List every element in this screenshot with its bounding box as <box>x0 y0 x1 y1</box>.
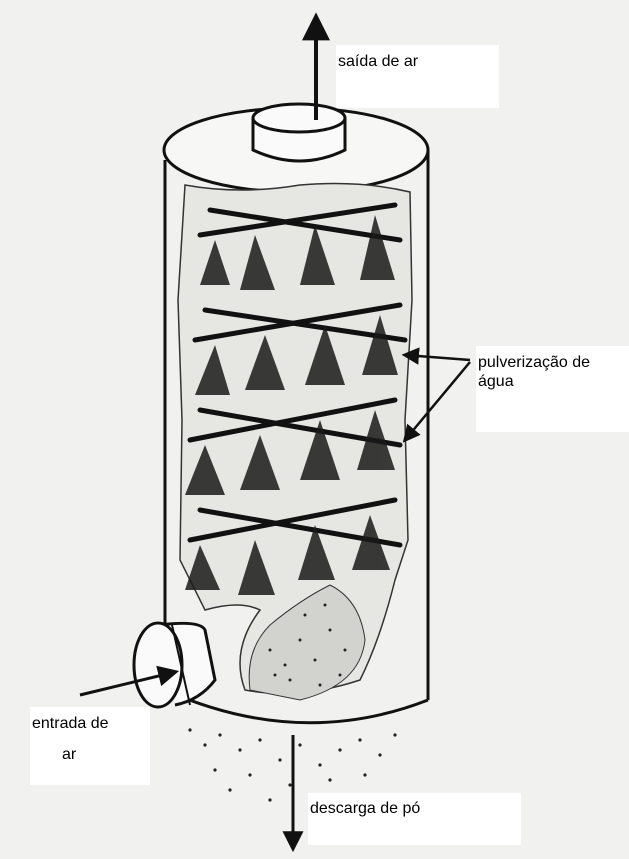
outlet-duct <box>253 104 345 161</box>
inlet-duct <box>134 623 215 707</box>
label-air-inlet-line1: entrada de <box>32 714 150 733</box>
label-air-inlet: entrada de ar <box>30 707 150 785</box>
label-water-spray-line1: pulverização de <box>478 353 629 372</box>
spray-pointer-lower <box>405 362 470 440</box>
label-water-spray-line2: água <box>478 372 629 391</box>
label-water-spray: pulverização de água <box>476 346 629 432</box>
label-air-inlet-line2: ar <box>32 745 150 764</box>
label-dust-discharge-text: descarga de pó <box>310 800 420 817</box>
label-air-outlet: saída de ar <box>336 45 499 108</box>
label-dust-discharge: descarga de pó <box>308 793 521 845</box>
label-air-outlet-text: saída de ar <box>338 53 418 70</box>
spray-pointer-upper <box>405 355 470 360</box>
